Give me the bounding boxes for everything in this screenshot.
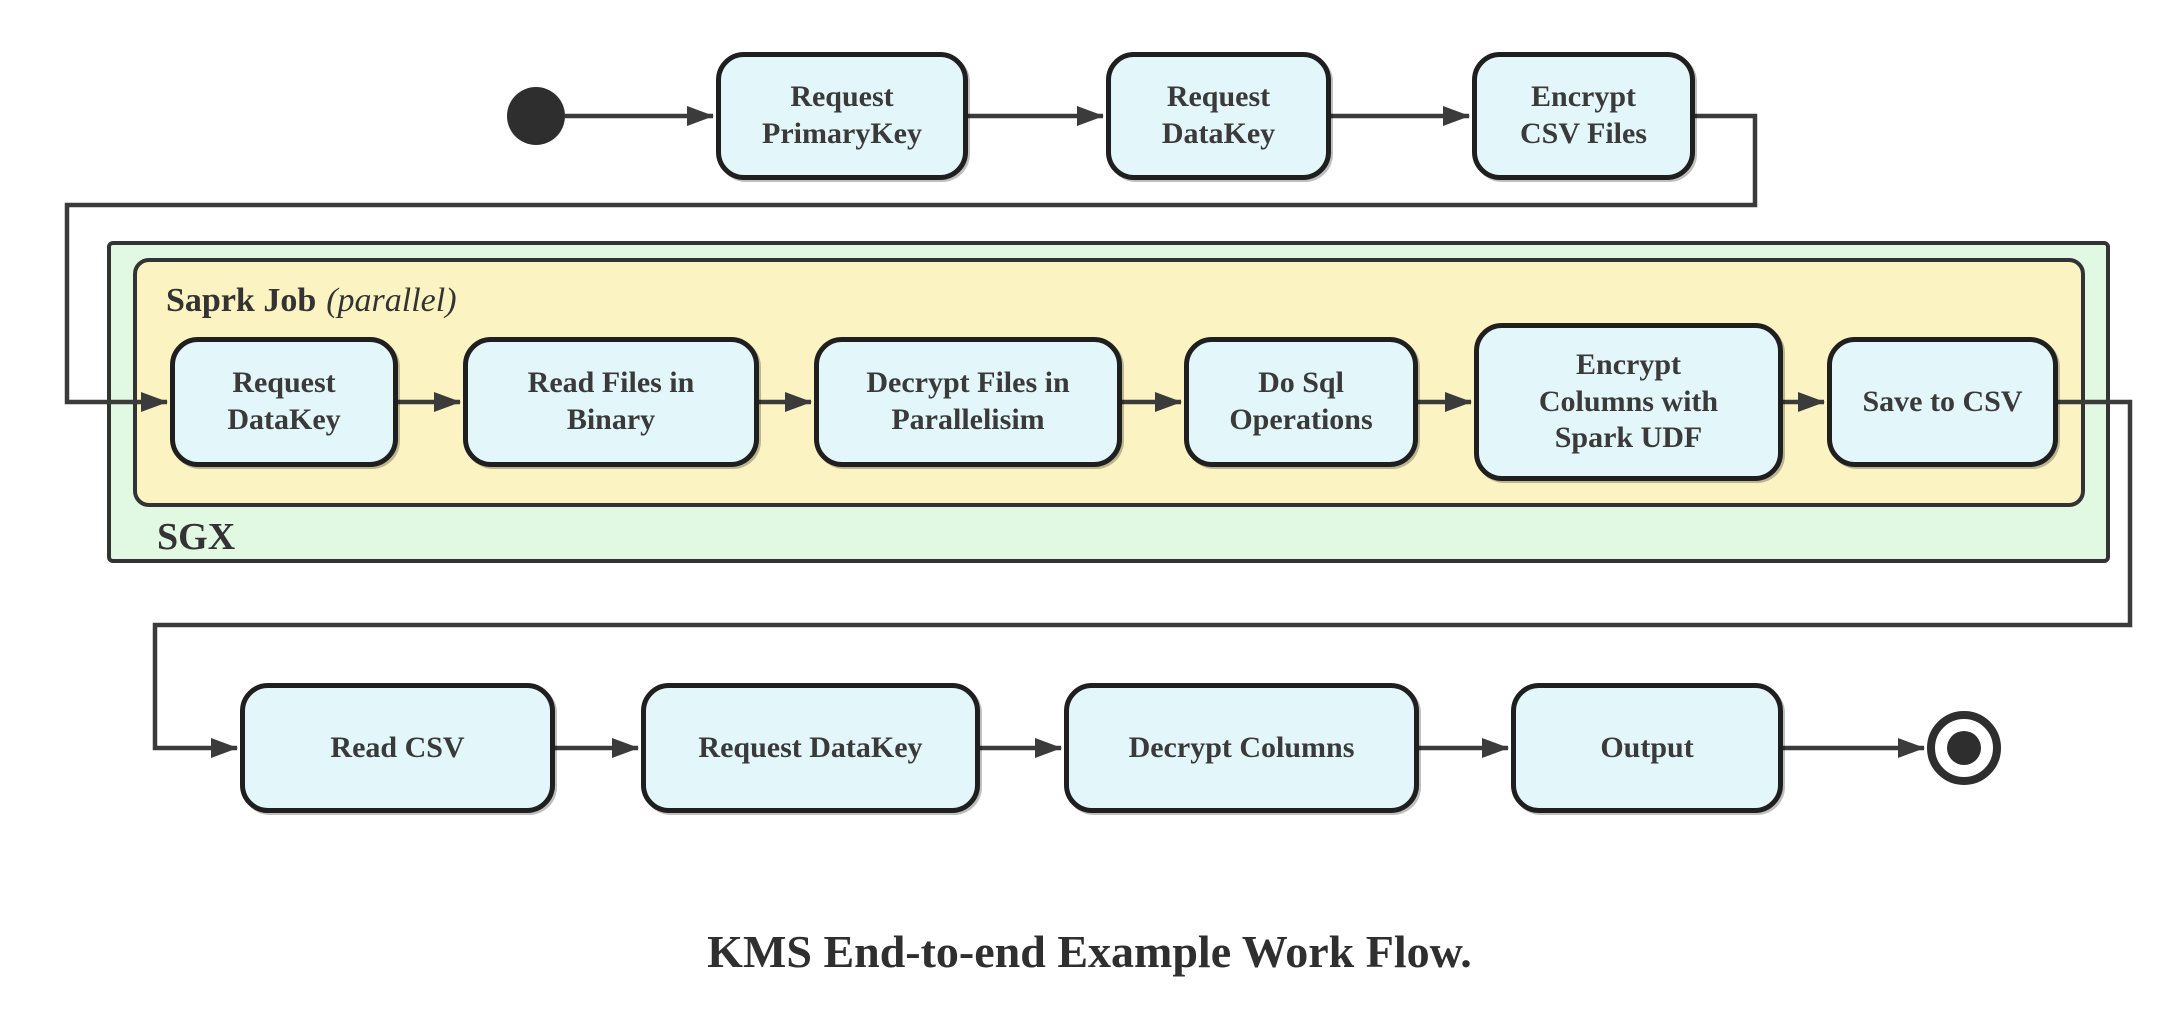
spark-job-title: Saprk Job(parallel) [166, 284, 457, 318]
node-encrypt-columns-with-spark-udf: Encrypt Columns with Spark UDF [1474, 323, 1783, 481]
node-top-request-datakey: Request DataKey [1106, 52, 1331, 180]
node-sgx-request-datakey: Request DataKey [170, 337, 398, 467]
edge-encrypt-csv-to-sgx-request-datakey [64, 113, 1758, 412]
node-encrypt-csv-files: Encrypt CSV Files [1472, 52, 1695, 180]
diagram-caption: KMS End-to-end Example Work Flow. [707, 926, 1472, 977]
node-decrypt-files-in-parallelisim: Decrypt Files in Parallelisim [814, 337, 1122, 467]
spark-job-parallel-text: (parallel) [326, 282, 457, 319]
node-request-primarykey: Request PrimaryKey [716, 52, 968, 180]
end-state-icon [1927, 711, 2001, 785]
node-read-csv: Read CSV [240, 683, 555, 813]
start-state-icon [507, 87, 565, 145]
node-output: Output [1511, 683, 1783, 813]
node-decrypt-columns: Decrypt Columns [1064, 683, 1419, 813]
node-do-sql-operations: Do Sql Operations [1184, 337, 1418, 467]
node-save-to-csv: Save to CSV [1827, 337, 2058, 467]
sgx-title: SGX [157, 516, 236, 558]
node-bottom-request-datakey: Request DataKey [641, 683, 980, 813]
node-read-files-in-binary: Read Files in Binary [463, 337, 759, 467]
spark-job-title-text: Saprk Job [166, 282, 317, 319]
edge-save-csv-to-read-csv [152, 399, 2133, 758]
